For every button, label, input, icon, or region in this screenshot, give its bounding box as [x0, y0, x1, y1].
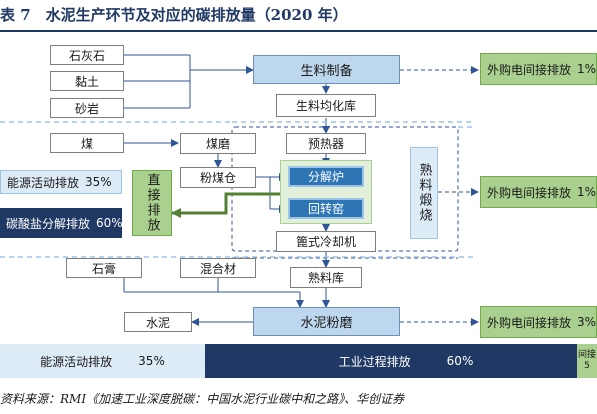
bar-indirect-pct: 5 [584, 361, 590, 371]
raw-limestone: 石灰石 [50, 45, 124, 65]
title-rule [0, 30, 597, 32]
direct-carbonate-pct: 60% [96, 216, 123, 230]
indirect-mid-label: 外购电间接排放 [487, 185, 572, 200]
direct-energy-label: 能源活动排放 [7, 175, 80, 190]
bar-process-label: 工业过程排放 [338, 354, 411, 369]
figure-title: 表 7 水泥生产环节及对应的碳排放量（2020 年） [0, 6, 348, 24]
direct-emission-label: 直接排放 [132, 170, 172, 236]
bar-indirect-label: 间接 [577, 350, 596, 360]
grate-cooler: 篦式冷却机 [276, 231, 376, 252]
bar-indirect-segment: 间接 5 [577, 344, 597, 378]
source-note: 资料来源：RMI《加速工业深度脱碳：中国水泥行业碳中和之路》、华创证券 [0, 392, 405, 406]
raw-homogenization-silo: 生料均化库 [276, 94, 376, 117]
preheater: 预热器 [286, 133, 366, 154]
direct-carbonate-label: 碳酸盐分解排放 [6, 216, 91, 231]
bar-process-segment: 工业过程排放 60% [205, 344, 577, 378]
indirect-bottom-label: 外购电间接排放 [487, 315, 572, 330]
bar-energy-segment: 能源活动排放 35% [0, 344, 205, 378]
coal-bin: 粉煤仓 [180, 167, 256, 188]
clinker-calcination: 熟料煅烧 [410, 147, 438, 239]
bar-energy-label: 能源活动排放 [40, 354, 113, 369]
indirect-emission-mid: 外购电间接排放 1% [480, 176, 597, 208]
calciner: 分解炉 [288, 166, 364, 187]
direct-carbonate-emission: 碳酸盐分解排放 60% [0, 208, 123, 238]
indirect-mid-pct: 1% [577, 185, 597, 199]
coal-mill: 煤磨 [180, 133, 256, 154]
indirect-top-pct: 1% [577, 62, 597, 76]
cement-grinding: 水泥粉磨 [253, 307, 400, 336]
cement: 水泥 [124, 312, 192, 332]
raw-admixture: 混合材 [180, 258, 256, 278]
direct-energy-emission: 能源活动排放 35% [0, 170, 122, 194]
direct-energy-pct: 35% [85, 175, 112, 189]
raw-coal: 煤 [50, 133, 124, 153]
clinker-store: 熟料库 [290, 267, 362, 288]
bar-energy-pct: 35% [138, 354, 165, 368]
indirect-emission-top: 外购电间接排放 1% [480, 53, 597, 85]
raw-gypsum: 石膏 [66, 258, 142, 278]
raw-preparation: 生料制备 [253, 55, 400, 84]
bar-process-pct: 60% [446, 354, 474, 368]
indirect-bottom-pct: 3% [577, 315, 597, 329]
raw-sandstone: 砂岩 [50, 98, 124, 118]
rotary-kiln: 回转窑 [288, 198, 364, 219]
indirect-top-label: 外购电间接排放 [487, 62, 572, 77]
raw-clay: 黏土 [50, 71, 124, 91]
indirect-emission-bottom: 外购电间接排放 3% [480, 306, 597, 338]
